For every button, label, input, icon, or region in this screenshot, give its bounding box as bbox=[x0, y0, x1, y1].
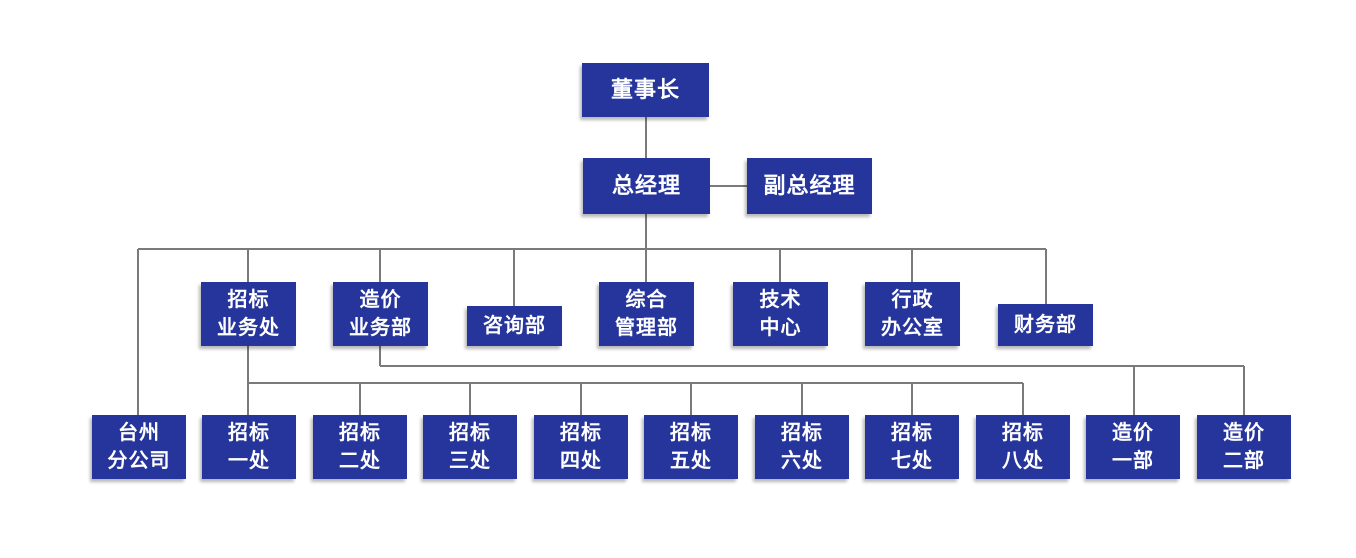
node-bidding-office-1-label: 招标 一处 bbox=[228, 422, 270, 472]
node-cost-department-1: 造价 一部 bbox=[1086, 415, 1180, 479]
node-cost-department-2-label: 造价 二部 bbox=[1223, 422, 1265, 472]
node-bidding-office-6-label: 招标 六处 bbox=[781, 422, 823, 472]
node-general-manager: 总经理 bbox=[583, 158, 710, 214]
node-bidding-office-5: 招标 五处 bbox=[644, 415, 738, 479]
node-technology-center-label: 技术 中心 bbox=[759, 289, 802, 339]
node-comprehensive-management-department: 综合 管理部 bbox=[599, 282, 694, 346]
node-bidding-office-3-label: 招标 三处 bbox=[449, 422, 491, 472]
node-cost-business-department-label: 造价 业务部 bbox=[349, 289, 412, 339]
node-general-manager-label: 总经理 bbox=[611, 173, 681, 198]
node-bidding-business-division-label: 招标 业务处 bbox=[217, 289, 280, 339]
node-comprehensive-management-department-label: 综合 管理部 bbox=[615, 289, 678, 339]
node-bidding-office-5-label: 招标 五处 bbox=[670, 422, 712, 472]
node-bidding-office-7-label: 招标 七处 bbox=[891, 422, 933, 472]
node-bidding-office-4: 招标 四处 bbox=[534, 415, 628, 479]
node-bidding-office-3: 招标 三处 bbox=[423, 415, 517, 479]
node-consulting-department-label: 咨询部 bbox=[483, 315, 546, 337]
node-chairman: 董事长 bbox=[582, 63, 709, 117]
node-finance-department-label: 财务部 bbox=[1014, 314, 1077, 336]
node-bidding-office-6: 招标 六处 bbox=[755, 415, 849, 479]
node-administrative-office-label: 行政 办公室 bbox=[881, 289, 944, 339]
node-cost-department-1-label: 造价 一部 bbox=[1112, 422, 1154, 472]
node-bidding-office-1: 招标 一处 bbox=[202, 415, 296, 479]
node-taizhou-branch: 台州 分公司 bbox=[92, 415, 186, 479]
node-deputy-general-manager-label: 副总经理 bbox=[763, 173, 856, 198]
node-cost-department-2: 造价 二部 bbox=[1197, 415, 1291, 479]
node-finance-department: 财务部 bbox=[998, 304, 1093, 346]
node-taizhou-branch-label: 台州 分公司 bbox=[107, 422, 171, 472]
node-chairman-label: 董事长 bbox=[610, 77, 680, 102]
node-bidding-business-division: 招标 业务处 bbox=[201, 282, 296, 346]
node-bidding-office-8-label: 招标 八处 bbox=[1002, 422, 1044, 472]
node-bidding-office-7: 招标 七处 bbox=[865, 415, 959, 479]
node-consulting-department: 咨询部 bbox=[467, 306, 562, 346]
node-deputy-general-manager: 副总经理 bbox=[747, 158, 872, 214]
node-bidding-office-8: 招标 八处 bbox=[976, 415, 1070, 479]
node-technology-center: 技术 中心 bbox=[733, 282, 828, 346]
node-cost-business-department: 造价 业务部 bbox=[333, 282, 428, 346]
node-bidding-office-2: 招标 二处 bbox=[313, 415, 407, 479]
node-bidding-office-4-label: 招标 四处 bbox=[560, 422, 602, 472]
node-bidding-office-2-label: 招标 二处 bbox=[339, 422, 381, 472]
node-administrative-office: 行政 办公室 bbox=[865, 282, 960, 346]
